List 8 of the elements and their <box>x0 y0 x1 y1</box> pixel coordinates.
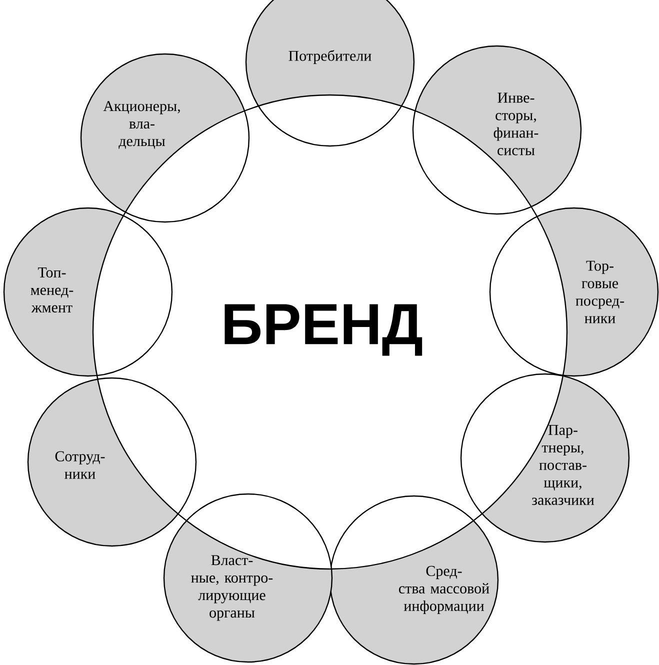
node-label: ства массовой информации <box>398 583 490 614</box>
node-label: Тор-говые посред-ники <box>576 260 624 324</box>
node-label: Акционеры, вла-дельцы <box>103 101 180 149</box>
node-label: Потребители <box>288 50 372 64</box>
node-label: Власт- <box>211 555 253 566</box>
node-label: Инве-сторы, финан-систы <box>494 92 538 156</box>
node-label: Топ-менед-жмент <box>30 268 74 312</box>
node-label: ные, контро-лирующие органы <box>191 576 273 621</box>
